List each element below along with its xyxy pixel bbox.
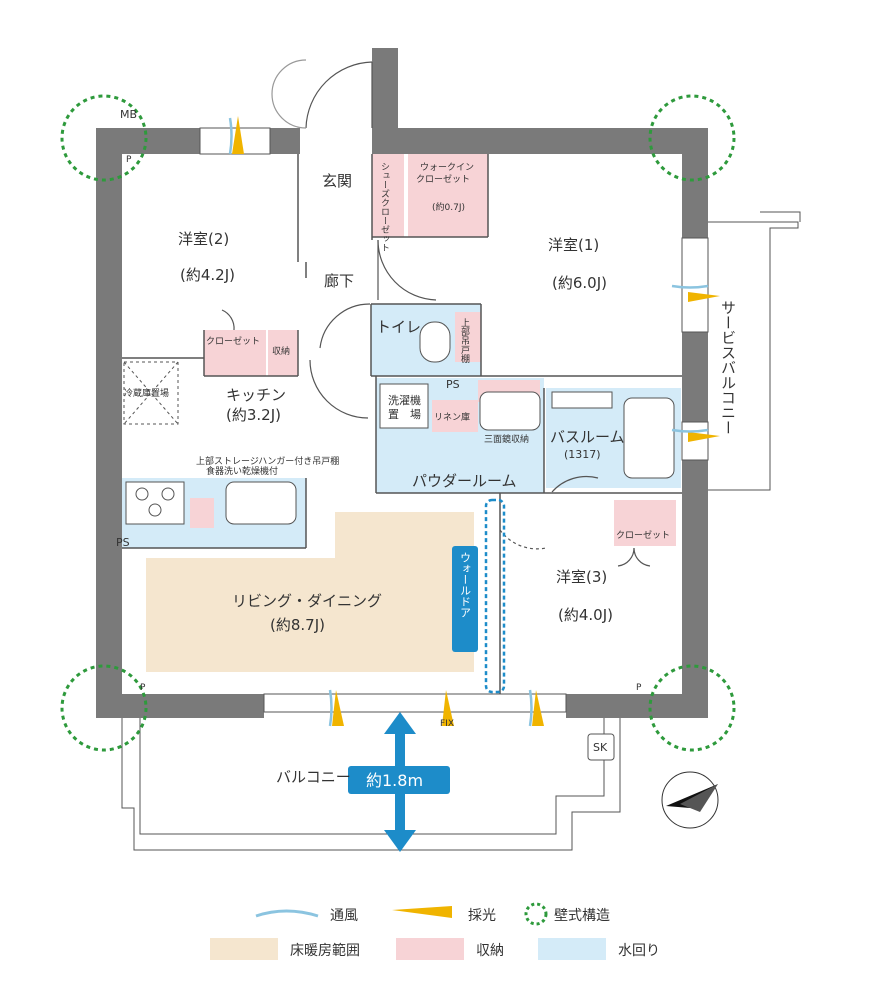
upper-shelf-area <box>455 312 481 362</box>
shoes-closet-label: シューズクローゼット <box>379 162 390 252</box>
ring-bottom-left <box>60 664 148 752</box>
balcony-depth-arrow <box>348 712 450 852</box>
window-right-upper <box>681 237 709 333</box>
ps-label-2: PS <box>116 536 130 549</box>
shoes-closet-area <box>372 151 404 237</box>
closet3-area <box>614 500 676 546</box>
sk-label: SK <box>593 741 608 754</box>
bath-size: (1317) <box>564 448 601 461</box>
closet2-area <box>204 330 266 376</box>
legend-ring-swatch <box>524 902 548 926</box>
toilet-label: トイレ <box>376 318 421 336</box>
window-bottom <box>263 693 567 713</box>
legend: 通風 採光 壁式構造 床暖房範囲 収納 水回り <box>210 902 660 960</box>
fridge-label: 冷蔵庫置場 <box>124 387 169 399</box>
wall-left <box>96 128 122 718</box>
mirror-label: 三面鏡収納 <box>484 433 529 445</box>
sk-box <box>587 733 615 761</box>
wall-bottom-right <box>566 694 708 718</box>
washer-label-2: 置 場 <box>388 408 421 421</box>
wall-top-right <box>372 128 700 154</box>
wall-door <box>484 498 506 694</box>
walkin-area: (約0.7J) <box>432 201 465 213</box>
light-arrows <box>232 116 720 726</box>
window-right-mid <box>681 421 709 461</box>
wall-structure-markers <box>60 94 736 752</box>
floor-heating-area <box>146 512 474 672</box>
fixtures <box>121 211 801 851</box>
legend-water: 水回り <box>618 943 660 959</box>
western3-name: 洋室(3) <box>556 568 607 586</box>
kitchen-note-1: 上部ストレージハンガー付き吊戸棚 <box>196 455 339 467</box>
compass <box>661 771 719 829</box>
wall-door-label-box <box>452 546 478 652</box>
legend-wind-swatch <box>255 909 319 918</box>
legend-light-swatch <box>392 906 452 918</box>
wall-top-left <box>96 128 200 154</box>
legend-storage-swatch <box>396 938 464 960</box>
kitchen-name: キッチン <box>226 386 286 404</box>
western2-name: 洋室(2) <box>178 230 229 248</box>
ring-top-left <box>60 94 148 182</box>
service-balcony-label: サービスバルコニー <box>719 300 737 435</box>
fix-label: FIX <box>440 719 454 729</box>
room-labels: 洋室(2) (約4.2J) 洋室(1) (約6.0J) 洋室(3) (約4.0J… <box>178 172 737 786</box>
windows <box>199 127 709 713</box>
fixture-labels: MB P P P PS PS SK FIX シューズクローゼット ウォークイン … <box>116 108 670 790</box>
bath-name: バスルーム <box>550 428 625 446</box>
dishwasher-area <box>190 498 214 528</box>
p-label-1: P <box>126 155 132 165</box>
p-label-3: P <box>636 683 642 693</box>
kitchen-area: (約3.2J) <box>226 406 281 424</box>
kitchen-note-2: 食器洗い乾燥機付 <box>206 465 278 477</box>
ring-top-right <box>648 94 736 182</box>
upper-shelf-label: 上部吊戸棚 <box>459 318 470 364</box>
genkan-label: 玄関 <box>322 172 352 190</box>
legend-ventilation: 通風 <box>330 908 358 924</box>
linen-label: リネン庫 <box>434 411 470 423</box>
p-label-2: P <box>140 683 146 693</box>
western2-area: (約4.2J) <box>180 266 235 284</box>
storage-area <box>268 330 298 376</box>
western3-area: (約4.0J) <box>558 606 613 624</box>
doors <box>221 59 651 567</box>
closet2-label: クローゼット <box>206 335 260 347</box>
legend-wall-structure: 壁式構造 <box>554 908 610 924</box>
wind-arrows <box>228 117 709 727</box>
walls <box>96 48 708 718</box>
wall-top-mid <box>270 128 300 154</box>
powder-label: パウダールーム <box>412 472 517 490</box>
wall-right-lower <box>682 460 708 718</box>
living-name: リビング・ダイニング <box>232 592 382 610</box>
washer-label-1: 洗濯機 <box>388 393 421 407</box>
wall-right-upper <box>682 128 708 238</box>
legend-floor-heating-swatch <box>210 938 278 960</box>
legend-lighting: 採光 <box>468 908 496 924</box>
legend-storage: 収納 <box>476 943 504 959</box>
storage-label: 収納 <box>272 345 290 357</box>
ps-label-1: PS <box>446 378 460 391</box>
wall-door-label: ウォールドア <box>459 552 472 618</box>
wall-right-mid <box>682 332 708 422</box>
living-area: (約8.7J) <box>270 616 325 634</box>
closet3-label: クローゼット <box>616 529 670 541</box>
partitions <box>122 154 682 694</box>
linen-area <box>432 400 478 432</box>
ring-bottom-right <box>648 664 736 752</box>
walkin-label-2: クローゼット <box>416 173 470 185</box>
balcony-label: バルコニー <box>276 768 351 786</box>
western1-area: (約6.0J) <box>552 274 607 292</box>
balcony-depth-label: 約1.8m <box>366 771 423 790</box>
legend-water-swatch <box>538 938 606 960</box>
corridor-label: 廊下 <box>324 272 354 290</box>
western1-name: 洋室(1) <box>548 236 599 254</box>
mb-label: MB <box>120 108 137 121</box>
legend-floor-heating: 床暖房範囲 <box>290 942 360 959</box>
wall-bottom-left <box>96 694 264 718</box>
walkin-label-1: ウォークイン <box>420 162 474 173</box>
walkin-closet-area <box>408 151 488 237</box>
